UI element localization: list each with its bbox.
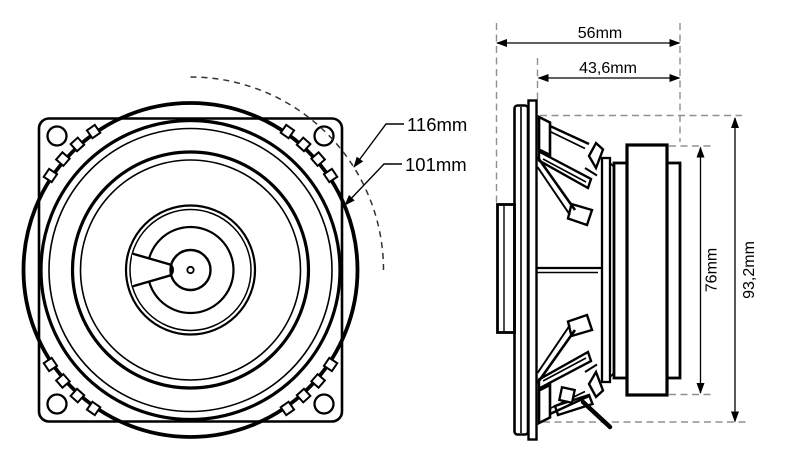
strut-edge <box>542 357 587 382</box>
mounting-hole <box>313 125 335 147</box>
cone-edge <box>549 124 590 146</box>
cone-bend <box>566 313 594 338</box>
frame-diamond <box>54 372 72 390</box>
basket-strut <box>537 382 552 426</box>
frame-diamond <box>42 356 59 373</box>
grille-dome <box>496 203 516 334</box>
basket-rim <box>527 99 538 441</box>
mounting-frame <box>37 117 344 423</box>
frame-diamond <box>85 123 102 140</box>
dust-cap-pointer-fill <box>132 253 173 287</box>
basket-fold <box>584 167 598 177</box>
voice-coil-former <box>600 156 612 384</box>
frame-diamond <box>295 387 312 404</box>
basket-lower <box>536 313 605 426</box>
dim-outer-diameter: 101mm <box>344 154 467 206</box>
dim-corner-diagonal: 116mm <box>353 114 467 168</box>
terminal-bracket <box>553 393 595 417</box>
mounting-hole <box>46 393 68 415</box>
basket-strut <box>537 114 552 158</box>
speaker-profile <box>496 99 682 441</box>
dim-basket-diameter-label: 93,2mm <box>741 241 758 299</box>
basket-tab <box>587 369 605 399</box>
cone-profile <box>536 324 571 374</box>
dim-outer-diameter-leader <box>344 163 402 206</box>
dim-mounting-depth-label: 43,6mm <box>579 60 637 77</box>
terminal-lug <box>557 385 577 405</box>
cone-profile <box>536 166 571 216</box>
basket-tab <box>587 141 605 171</box>
front-view: 116mm 101mm <box>21 76 467 439</box>
dim-magnet-height-label: 76mm <box>704 248 721 292</box>
cone-profile <box>536 156 577 211</box>
rim-inner-ring <box>39 118 342 422</box>
cone-edge <box>549 130 586 150</box>
strut-edge <box>542 158 587 183</box>
mounting-hole <box>46 125 68 147</box>
dim-total-depth: 56mm <box>496 25 681 47</box>
mounting-holes <box>46 125 335 415</box>
dim-outer-diameter-label: 101mm <box>405 154 467 175</box>
frame-diamond <box>309 372 327 390</box>
mounting-flange <box>513 104 530 436</box>
lead-wire <box>580 399 613 430</box>
cone-bend <box>566 202 594 227</box>
speaker-rings <box>21 101 360 439</box>
frame-diamond <box>69 136 86 153</box>
cone-profile <box>536 329 577 384</box>
frame-diamond <box>54 150 72 168</box>
side-view: 56mm 43,6mm 76mm 93,2mm <box>495 23 758 441</box>
frame-diamond <box>279 400 296 417</box>
front-plate <box>612 161 629 380</box>
frame-diamond <box>279 123 296 140</box>
frame-diamond <box>295 136 312 153</box>
dim-mounting-depth: 43,6mm <box>537 60 681 82</box>
frame-diamond <box>322 167 339 184</box>
dim-basket-diameter: 93,2mm <box>731 117 758 423</box>
surround-ring <box>70 150 311 390</box>
terminal-assembly <box>553 385 613 430</box>
rim-outer-ring <box>21 101 360 439</box>
basket-upper <box>536 114 605 227</box>
dim-corner-diagonal-label: 116mm <box>407 114 467 135</box>
cone-edge-ring <box>79 159 302 381</box>
dim-magnet-height: 76mm <box>696 146 721 394</box>
center-dot <box>186 265 195 275</box>
dome-inner-ring <box>129 208 252 332</box>
frame-diamond <box>85 400 102 417</box>
frame-diamond <box>322 356 339 373</box>
frame-diamond <box>42 167 59 184</box>
frame-diamond <box>69 387 86 404</box>
frame-diamond <box>309 150 327 168</box>
center-ring <box>169 248 212 292</box>
dust-cap-pointer <box>131 252 174 288</box>
gasket-ring <box>48 127 333 413</box>
frame-diamonds <box>42 123 339 417</box>
rear-plate <box>665 161 682 380</box>
dim-corner-diagonal-leader <box>353 123 404 168</box>
dim-total-depth-label: 56mm <box>578 25 622 42</box>
extension-lines <box>495 23 746 423</box>
dome-outer-ring <box>124 204 257 336</box>
dust-cap-cluster <box>124 204 257 336</box>
magnet <box>625 143 669 397</box>
basket-fold <box>584 363 598 373</box>
mounting-hole <box>313 393 335 415</box>
